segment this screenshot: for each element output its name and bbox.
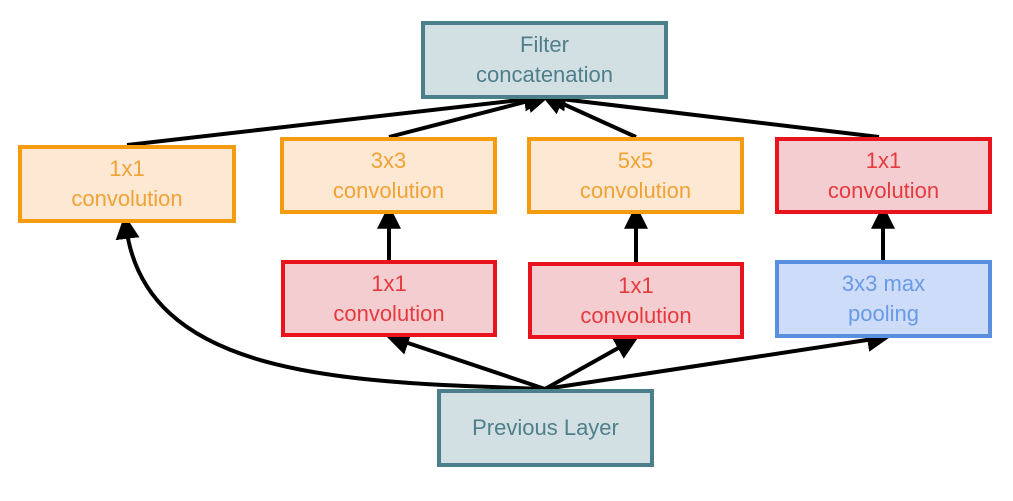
node-label-line: convolution — [332, 177, 445, 203]
node-label-line: 1x1 — [618, 272, 654, 298]
node-label-line: convolution — [333, 300, 445, 326]
previous-layer-node: Previous Layer — [437, 389, 654, 467]
node-label-line: pooling — [848, 301, 919, 326]
arrow-previous-layer-to-conv1x1-c — [544, 336, 639, 391]
conv-1x1-reduce-5x5-node: 1x1 convolution — [528, 262, 744, 339]
node-label-line: 3x3 — [370, 147, 407, 173]
arrow-previous-layer-to-maxpool — [544, 328, 892, 391]
node-label-line: convolution — [580, 302, 692, 328]
arrow-conv1x1-a-to-filter-concat — [126, 87, 549, 147]
node-label-line: 3x3 max — [841, 271, 926, 296]
node-label-line: 1x1 — [865, 147, 902, 173]
max-pooling-node: 3x3 max pooling — [775, 260, 992, 338]
node-label-line: 1x1 — [371, 270, 407, 296]
conv-3x3-node: 3x3 convolution — [280, 137, 497, 214]
arrow-previous-layer-to-conv1x1-b — [385, 331, 546, 391]
node-label-line: Previous Layer — [472, 415, 619, 440]
node-label-line: convolution — [71, 186, 183, 211]
conv-1x1-reduce-3x3-node: 1x1 convolution — [281, 260, 497, 337]
conv-5x5-node: 5x5 convolution — [527, 137, 744, 214]
conv-1x1-direct-node: 1x1 convolution — [18, 145, 236, 223]
node-label-line: concatenation — [476, 62, 613, 87]
arrow-conv1x1-pool-to-filter-concat — [541, 87, 880, 139]
node-label-line: convolution — [579, 177, 692, 203]
arrow-previous-layer-to-conv1x1-a — [115, 214, 546, 391]
node-label-line: Filter — [520, 32, 569, 57]
node-label-line: convolution — [827, 177, 940, 203]
filter-concatenation-node: Filter concatenation — [421, 21, 668, 99]
node-label-line: 5x5 — [617, 147, 654, 173]
conv-1x1-pool-proj-node: 1x1 convolution — [775, 137, 992, 214]
node-label-line: 1x1 — [109, 156, 145, 181]
arrow-conv3x3-to-filter-concat — [388, 89, 551, 139]
